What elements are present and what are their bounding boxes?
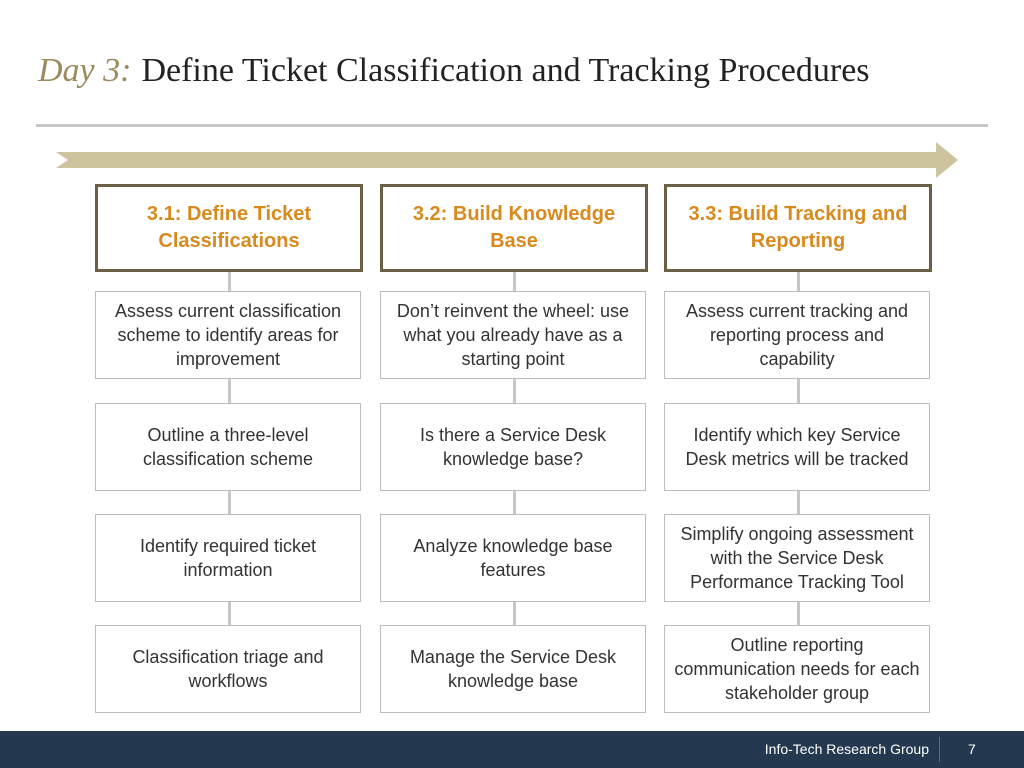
step-box: Is there a Service Desk knowledge base? [380,403,646,491]
timeline-arrow [56,142,958,178]
step-box: Outline reporting communication needs fo… [664,625,930,713]
column-header: 3.1: Define Ticket Classifications [95,184,363,272]
title-divider [36,124,988,127]
title-day-label: Day 3: [38,52,132,89]
step-box: Analyze knowledge base features [380,514,646,602]
column-header: 3.3: Build Tracking and Reporting [664,184,932,272]
slide-title: Day 3:Define Ticket Classification and T… [38,52,870,90]
step-box: Outline a three-level classification sch… [95,403,361,491]
step-box: Classification triage and workflows [95,625,361,713]
step-box: Don’t reinvent the wheel: use what you a… [380,291,646,379]
column-header: 3.2: Build Knowledge Base [380,184,648,272]
footer-separator [939,737,940,762]
step-box: Simplify ongoing assessment with the Ser… [664,514,930,602]
step-box: Manage the Service Desk knowledge base [380,625,646,713]
footer-bar: Info-Tech Research Group 7 [0,731,1024,768]
step-box: Identify which key Service Desk metrics … [664,403,930,491]
page-number: 7 [968,741,976,757]
step-box: Identify required ticket information [95,514,361,602]
step-box: Assess current tracking and reporting pr… [664,291,930,379]
footer-company-name: Info-Tech Research Group [764,741,929,757]
title-text: Define Ticket Classification and Trackin… [141,52,870,89]
step-box: Assess current classification scheme to … [95,291,361,379]
